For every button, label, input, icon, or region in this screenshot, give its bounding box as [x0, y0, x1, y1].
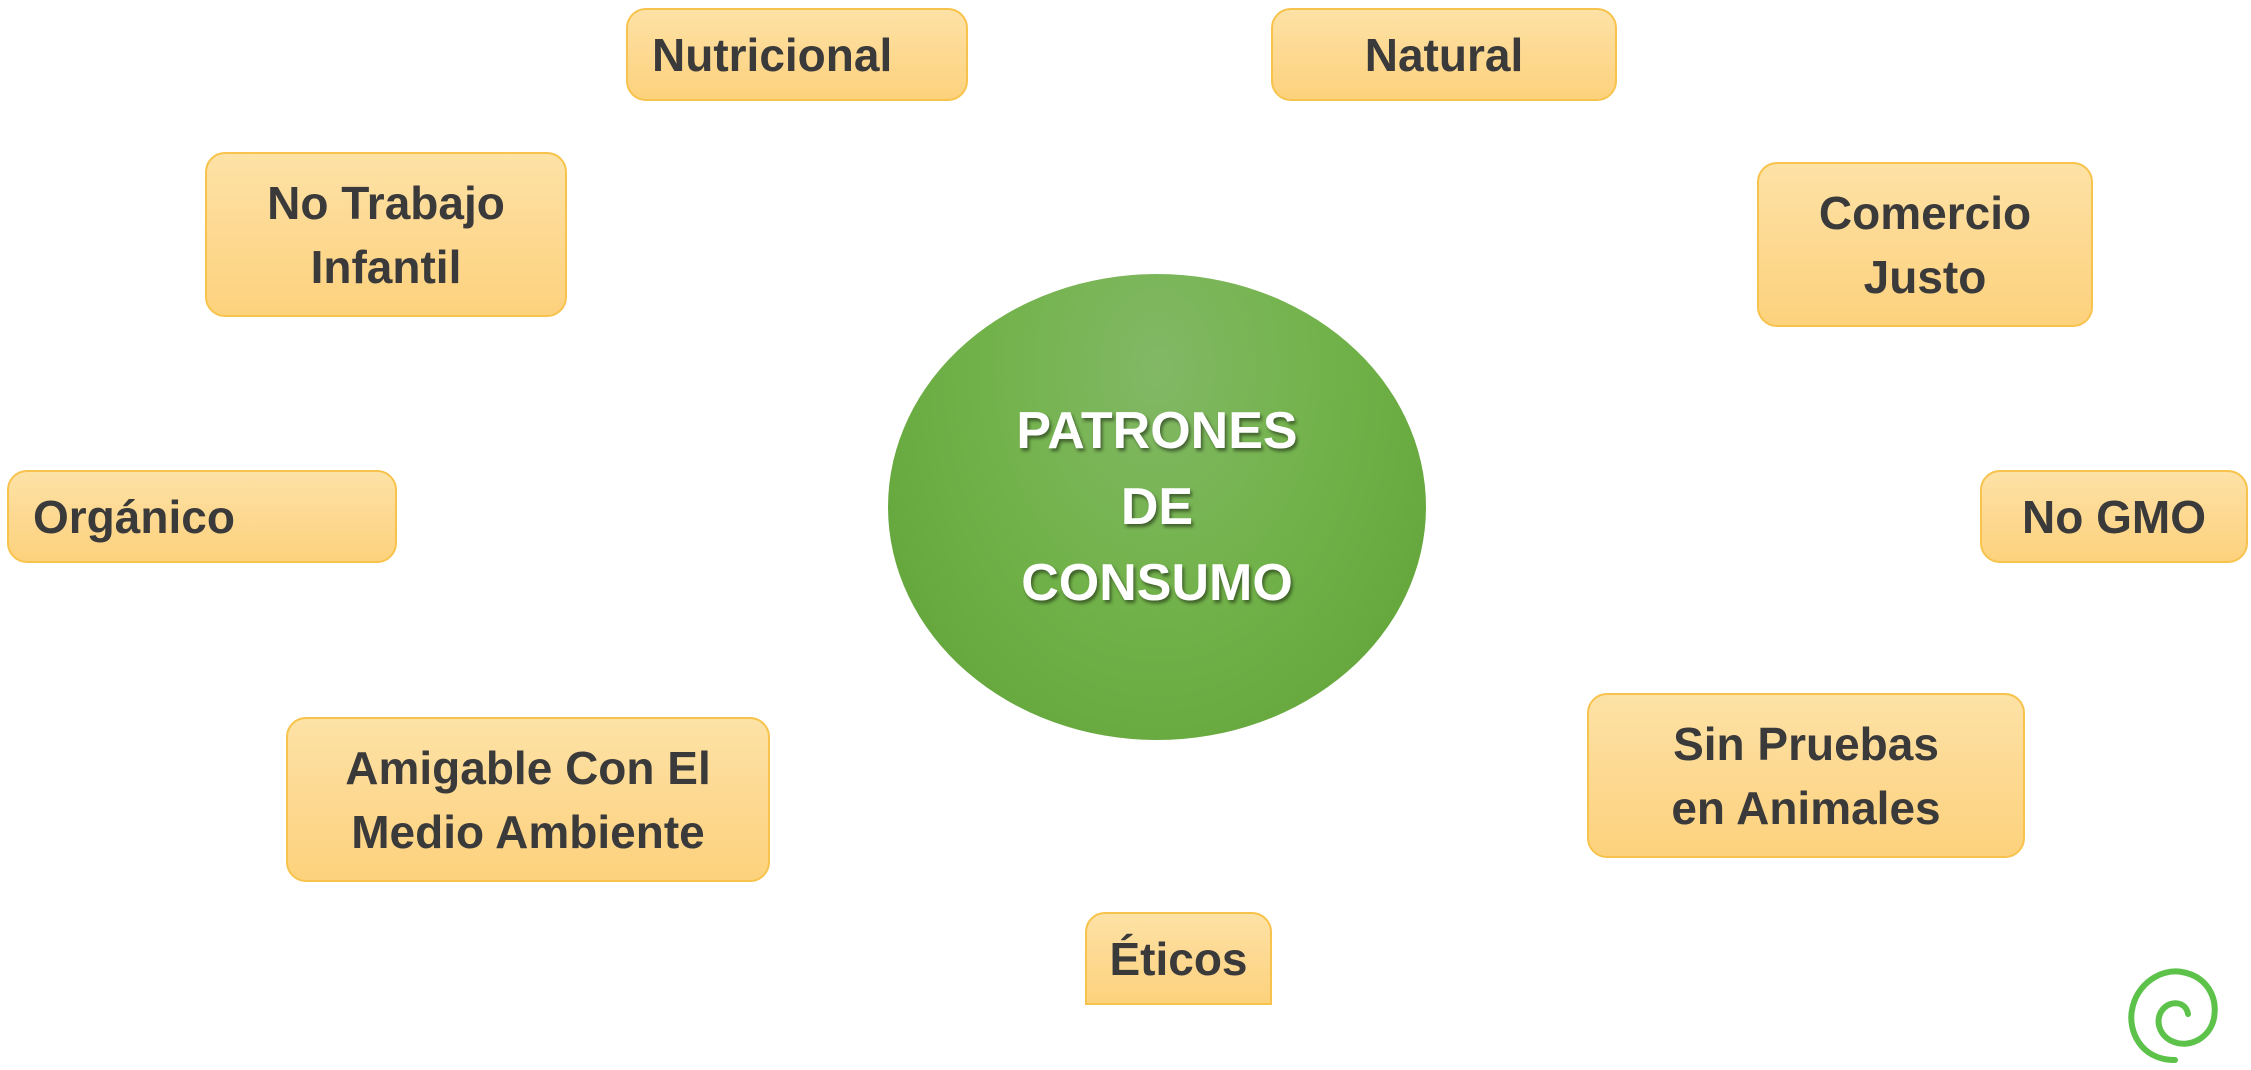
node-no-gmo: No GMO	[1980, 470, 2248, 563]
node-nutricional-label: Nutricional	[652, 28, 893, 81]
center-line-1: PATRONES	[1016, 402, 1298, 460]
node-amigable-line-1: Amigable Con El	[345, 741, 711, 794]
node-natural: Natural	[1271, 8, 1617, 101]
diagram-canvas: PATRONES DE CONSUMO Nutricional Natural …	[7, 8, 2248, 1063]
node-sin-pruebas-en-animales: Sin Pruebas en Animales	[1587, 693, 2025, 858]
node-eticos: Éticos	[1085, 912, 1272, 1005]
node-natural-label: Natural	[1364, 28, 1524, 81]
node-sin-pruebas-line-1: Sin Pruebas	[1673, 717, 1939, 770]
node-comercio-justo-line-1: Comercio	[1818, 186, 2032, 239]
node-no-trabajo-infantil-line-2: Infantil	[310, 240, 462, 293]
center-line-2: DE	[1120, 478, 1194, 536]
node-organico: Orgánico	[7, 470, 397, 563]
node-nutricional: Nutricional	[626, 8, 968, 101]
node-eticos-label: Éticos	[1109, 932, 1248, 985]
node-organico-label: Orgánico	[33, 490, 235, 543]
node-amigable-line-2: Medio Ambiente	[351, 805, 705, 858]
node-amigable-medio-ambiente: Amigable Con El Medio Ambiente	[286, 717, 770, 882]
node-comercio-justo-line-2: Justo	[1863, 250, 1987, 303]
node-no-gmo-label: No GMO	[2022, 490, 2206, 543]
node-no-trabajo-infantil: No Trabajo Infantil	[205, 152, 567, 317]
node-comercio-justo: Comercio Justo	[1757, 162, 2093, 327]
center-line-3: CONSUMO	[1021, 554, 1293, 612]
node-no-trabajo-infantil-line-1: No Trabajo	[267, 176, 505, 229]
center-node-patrones-de-consumo: PATRONES DE CONSUMO	[888, 274, 1426, 740]
swirl-logo-icon	[2128, 968, 2218, 1063]
node-sin-pruebas-line-2: en Animales	[1671, 781, 1941, 834]
